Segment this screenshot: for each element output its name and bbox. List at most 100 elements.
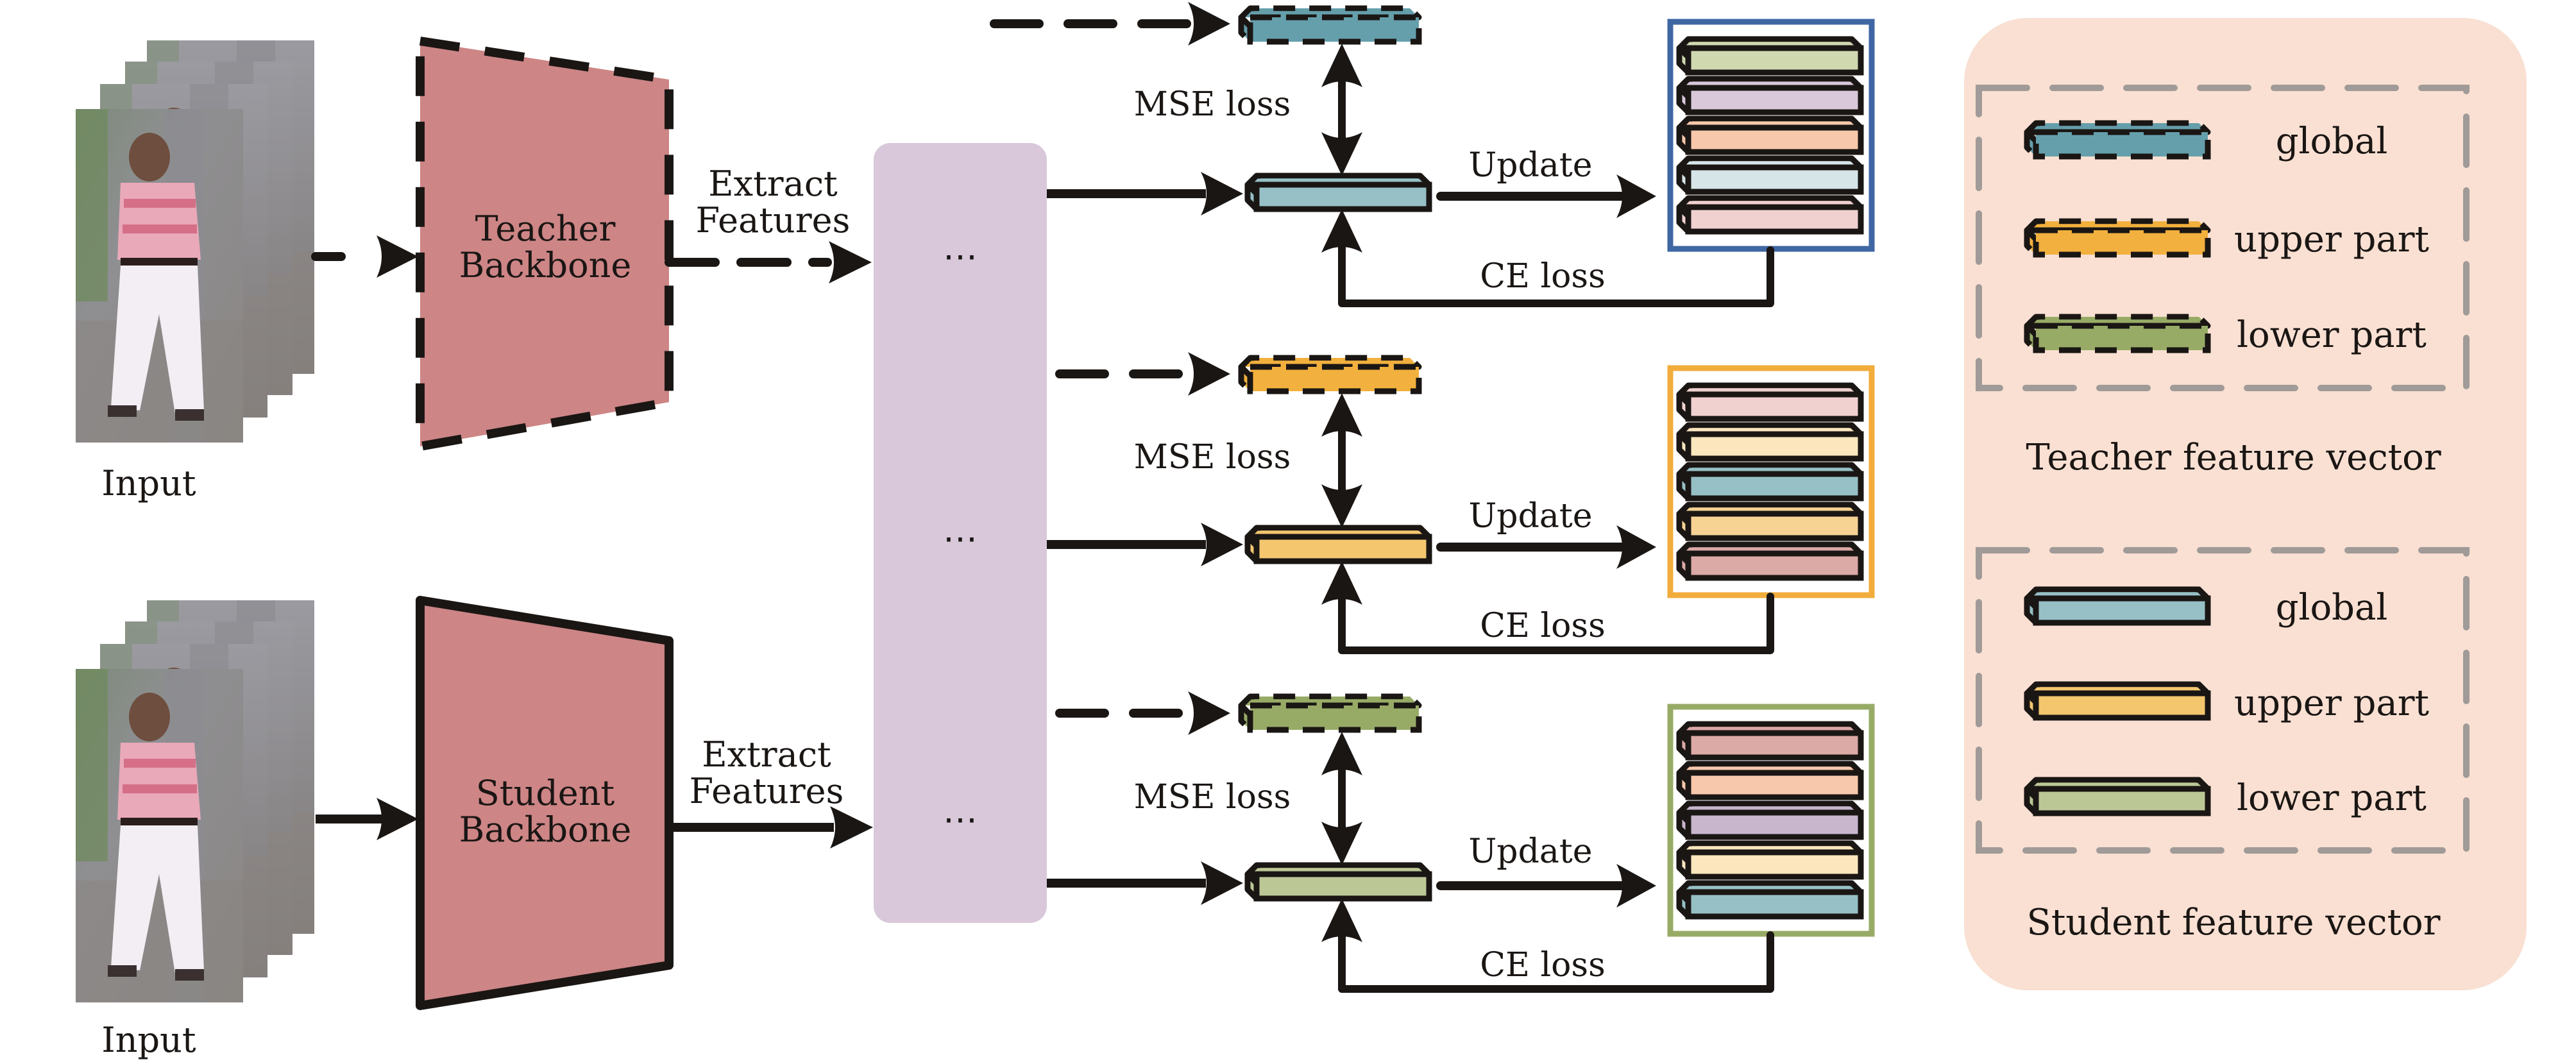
update-arrow [1436,525,1656,569]
update-label: Update [1468,146,1592,185]
input-label-teacher: Input [101,463,196,503]
input-image-stack-teacher [76,40,314,443]
arrow-teacher-feature [990,2,1230,46]
feature-ellipsis-2: ⋯ [943,518,978,559]
update-label: Update [1468,497,1592,536]
legend-feature-bar [2024,586,2211,626]
input-image-stack-student [76,600,314,1002]
legend-feature-bar [2024,681,2211,721]
memory-feature-bar [1676,800,1864,840]
memory-feature-bar [1676,761,1864,800]
student-feature-bar-lower [1244,862,1432,902]
legend-dashed-frame [1976,85,2470,391]
legend-item-student-0: global [2024,586,2388,629]
arrow-teacher-feature [1055,691,1230,735]
mse-loss-label: MSE loss [1134,438,1291,477]
feature-ellipsis-1: ⋯ [943,236,978,276]
legend-item-teacher-1: upper part [2024,218,2429,260]
legend-item-label: upper part [2234,682,2429,724]
input-frame [76,669,243,1002]
memory-feature-bar [1676,721,1864,761]
teacher-extract-label-line1: Extract [708,164,838,204]
teacher-backbone-label-line1: Teacher [475,208,616,249]
legend-item-teacher-2: lower part [2024,314,2427,356]
arrow-input-to-student-backbone [316,798,418,840]
ce-loss-label: CE loss [1480,946,1606,984]
student-extract-label-line1: Extract [702,734,831,775]
memory-feature-bar [1676,541,1864,581]
memory-feature-bar [1676,880,1864,920]
memory-feature-bar [1676,76,1864,115]
update-arrow [1436,864,1656,908]
legend-item-label: upper part [2234,219,2429,260]
teacher-feature-bar-global [1238,5,1422,45]
teacher-backbone-label-line2: Backbone [459,245,632,285]
legend-dashed-frame [1976,547,2470,854]
student-extract-label-line2: Features [690,771,844,811]
legend-item-label: lower part [2237,777,2427,819]
arrow-student-extract-features: Extract Features [669,734,873,849]
ce-loss-arrow [1321,209,1774,307]
teacher-backbone: Teacher Backbone [416,37,674,451]
legend-item-label: lower part [2237,314,2427,356]
legend-item-teacher-0: global [2024,120,2388,162]
input-label-student: Input [101,1020,196,1060]
legend-item-student-1: upper part [2024,681,2429,724]
memory-feature-bar [1676,422,1864,462]
student-backbone: Student Backbone [416,596,674,1010]
memory-feature-bar [1676,36,1864,76]
memory-feature-bar [1676,195,1864,235]
teacher-extract-label-line2: Features [696,200,851,241]
arrow-student-feature [1047,172,1243,215]
legend-caption: Teacher feature vector [2026,437,2441,478]
ce-loss-label: CE loss [1480,257,1606,296]
ce-loss-arrow [1321,899,1774,993]
teacher-feature-bar-upper [1238,355,1422,394]
legend-caption: Student feature vector [2027,902,2441,943]
ce-loss-arrow [1321,561,1774,654]
arrow-teacher-feature [1055,352,1230,396]
student-feature-bar-global [1244,173,1432,212]
legend-feature-bar [2024,218,2211,258]
memory-bank-upper [1667,365,1875,598]
memory-feature-bar [1676,115,1864,155]
legend-background [1964,18,2527,990]
student-backbone-label-line1: Student [476,773,615,813]
mse-loss-label: MSE loss [1134,85,1291,124]
memory-feature-bar [1676,502,1864,541]
memory-feature-bar [1676,462,1864,502]
legend-item-label: global [2276,587,2388,629]
memory-feature-bar [1676,382,1864,422]
legend-feature-bar [2024,314,2211,353]
legend-feature-bar [2024,120,2211,160]
input-frame [76,109,243,443]
mse-loss-arrow [1321,732,1362,865]
arrow-student-feature [1047,861,1243,905]
student-feature-bar-upper [1244,525,1432,564]
memory-bank-lower [1667,704,1875,937]
feature-ellipsis-3: ⋯ [943,799,978,840]
student-backbone-label-line2: Backbone [459,809,632,850]
mse-loss-arrow [1321,393,1362,528]
teacher-feature-bar-lower [1238,693,1422,733]
memory-feature-bar [1676,840,1864,880]
legend-item-label: global [2276,121,2388,162]
mse-loss-arrow [1321,44,1362,176]
legend-feature-bar [2024,777,2211,816]
mse-loss-label: MSE loss [1134,778,1291,816]
memory-bank-global [1667,19,1875,252]
arrow-student-feature [1047,523,1243,566]
memory-feature-bar [1676,155,1864,195]
arrow-input-to-teacher-backbone [311,235,418,278]
update-label: Update [1468,832,1592,871]
update-arrow [1436,174,1656,218]
feature-map-column: ⋯ ⋯ ⋯ [874,143,1047,923]
arrow-teacher-extract-features: Extract Features [665,164,872,283]
